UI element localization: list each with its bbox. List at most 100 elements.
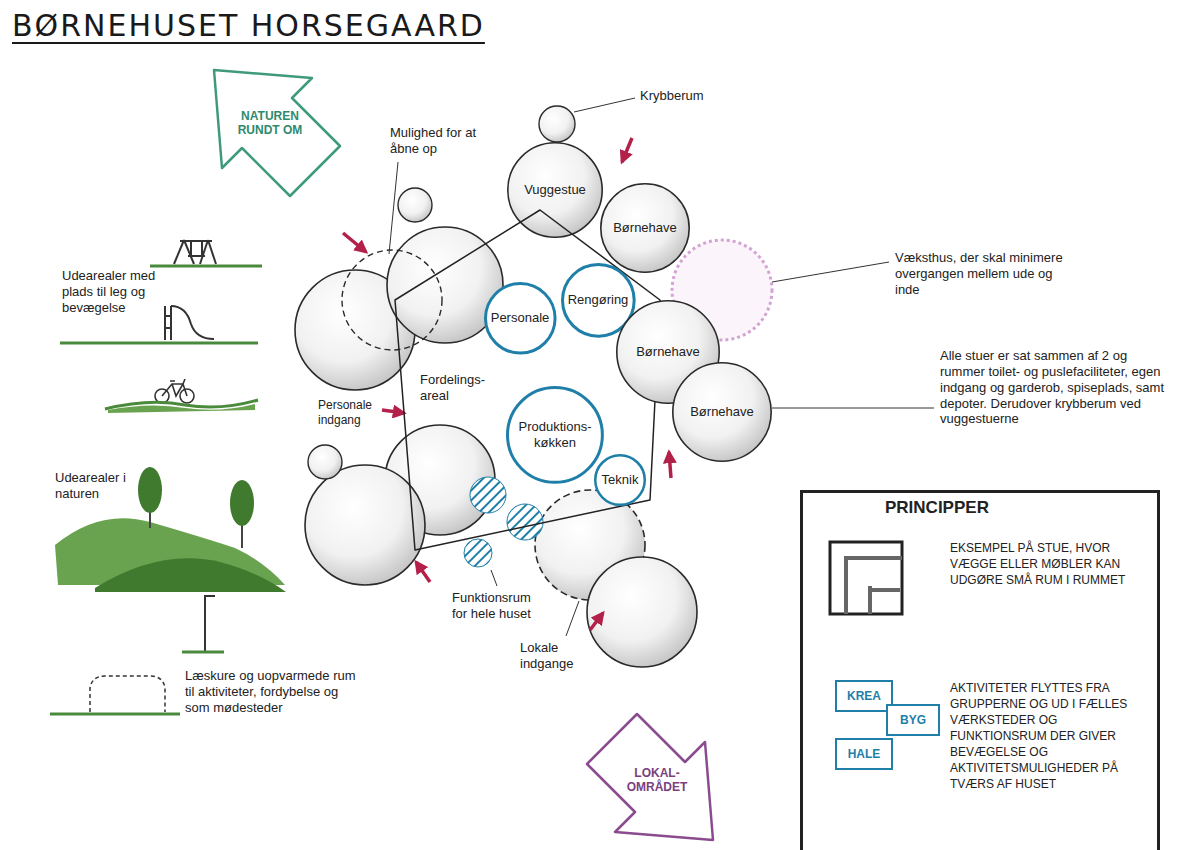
entrance-arrow [590, 613, 603, 630]
nature-arrow: NATUREN RUNDT OM [212, 68, 342, 198]
swing-seat [188, 255, 205, 257]
function-room-circle [464, 539, 492, 567]
circle-shape [508, 388, 603, 483]
rect-shape [836, 681, 892, 711]
leader-line [566, 601, 579, 636]
diagram-title: BØRNEHUSET HORSEGAARD [12, 8, 485, 43]
node-text: Personale [491, 310, 550, 326]
ground-line [50, 713, 180, 716]
workshop-box: HALE [835, 738, 893, 770]
crib-room-circle [539, 106, 575, 142]
annotation-label: Læskure og uopvarmede rum til aktivitete… [185, 668, 365, 716]
function-room-circle [470, 477, 506, 513]
room-circle [587, 557, 697, 667]
kitchen-circle: Produktions- køkken [506, 386, 604, 484]
circle-shape [673, 363, 771, 461]
annotation-label: Krybberum [640, 88, 704, 104]
ladder-rung [165, 315, 171, 317]
bike-icon [155, 379, 194, 403]
entrance-arrow [669, 452, 671, 478]
workshop-box: KREA [835, 680, 893, 712]
node-text: NATUREN RUNDT OM [235, 109, 305, 137]
leader-line [389, 162, 398, 254]
grass-patch [108, 404, 255, 413]
poly-shape [587, 714, 713, 840]
annotation-label: Væksthus, der skal minimere overgangen m… [895, 250, 1065, 298]
kindergarten-circle: Børnehave [600, 183, 690, 273]
room-circle [305, 465, 425, 585]
circle-shape [562, 264, 634, 336]
circle-shape [485, 283, 555, 353]
swing-rope [190, 241, 192, 256]
node-text: Fordelings- areal [420, 372, 500, 403]
annotation-label: Alle stuer er sat sammen af 2 og rummer … [940, 348, 1168, 427]
workshop-box: BYG [886, 704, 940, 736]
circle-shape [601, 184, 689, 272]
tree-crown [230, 480, 254, 526]
hill [95, 558, 286, 592]
poly-shape [214, 70, 340, 196]
circle-shape [508, 143, 602, 237]
annotation-label: Udearealer med plads til leg og bevægels… [62, 268, 157, 316]
node-text: Produktions- køkken [515, 419, 595, 450]
entrance-arrow [416, 562, 430, 582]
principle-text: EKSEMPEL PÅ STUE, HVOR VÆGGE ELLER MØBLE… [950, 540, 1150, 588]
staff-room-circle: Personale [484, 282, 557, 355]
node-text: KREA [847, 689, 881, 703]
swing-bar [180, 240, 212, 242]
nursery-circle: Vuggestue [507, 142, 603, 238]
swing-icon [174, 240, 216, 264]
annotation-label: Funktionsrum for hele huset [452, 590, 544, 622]
node-text: Teknik [602, 472, 639, 488]
ladder-rail [164, 306, 166, 340]
swing-leg [208, 240, 216, 264]
ground-line [60, 342, 258, 345]
annotation-label: Lokale indgange [520, 640, 590, 672]
kindergarten-circle: Børnehave [672, 362, 772, 462]
principle-text: AKTIVITETER FLYTTES FRA GRUPPERNE OG UD … [950, 680, 1155, 792]
crib-room-circle [398, 188, 432, 222]
annotation-label: Mulighed for at åbne op [390, 125, 500, 157]
rect-shape [836, 739, 892, 769]
leader-line [574, 98, 635, 112]
node-text: Børnehave [690, 404, 754, 420]
circle-shape [595, 455, 645, 505]
node-text: Vuggestue [524, 182, 586, 198]
leader-line [772, 408, 934, 409]
panel-shape [802, 492, 1159, 850]
poly-shape [395, 210, 660, 550]
room-plan-icon [830, 542, 902, 614]
node-text: BYG [900, 713, 926, 727]
ground-line [150, 265, 262, 268]
panel-heading: PRINCIPPER [885, 498, 1055, 518]
entrance-arrow [343, 233, 366, 252]
node-text: HALE [848, 747, 881, 761]
annotation-label: Udearealer i naturen [55, 470, 140, 502]
technical-room-circle: Teknik [594, 454, 646, 506]
function-room-circle [507, 504, 543, 540]
node-text: Børnehave [613, 220, 677, 236]
annotation-label: Personale indgang [318, 398, 380, 427]
node-text: LOKAL- OMRÅDET [622, 766, 692, 794]
ground-line [182, 651, 224, 654]
bike-frame [162, 379, 187, 396]
room-plan-wall [870, 586, 900, 614]
openable-wall-circle [342, 250, 442, 350]
ladder-rung [165, 327, 171, 329]
slide-icon [165, 306, 214, 340]
tree-crown [138, 467, 162, 513]
rect-shape [887, 705, 939, 735]
entrance-arrow [382, 410, 404, 413]
leader-line [772, 262, 889, 282]
leader-line [491, 570, 497, 586]
room-plan-wall [846, 558, 902, 614]
principles-panel: PRINCIPPER EKSEMPEL PÅ STUE, HVOR VÆGGE E… [800, 490, 1160, 850]
swing-leg [200, 240, 208, 264]
unheated-room [90, 676, 165, 712]
entrance-arrow [622, 138, 632, 162]
swing-leg [174, 240, 184, 264]
local-area-arrow: LOKAL- OMRÅDET [585, 712, 715, 842]
shelter-pole [205, 596, 215, 652]
node-text: Rengøring [568, 292, 629, 308]
